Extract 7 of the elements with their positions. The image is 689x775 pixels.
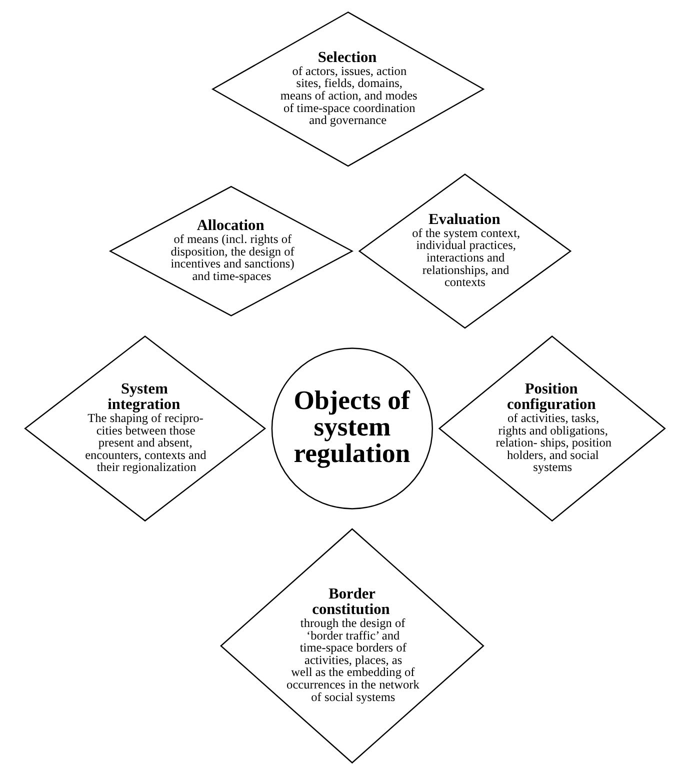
node-diamond: System integration The shaping of recipro- cities between those present and absent, encounters, contexts and their regionalization bbox=[24, 335, 266, 522]
node-diamond: Allocation of means (incl. rights of disposition, the design of incentives and sanctions) and time-spaces bbox=[108, 186, 353, 316]
node-diamond: Border constitution through the design of ‘border traffic’ and time-space borders of activities, places, as well as the embedding of occurrences in the network of social systems bbox=[220, 528, 484, 764]
node-diamond: Position configuration of activities, tasks, rights and obligations, relation- ships, position holders, and social systems bbox=[438, 335, 666, 522]
node-diamond: Evaluation of the system context, individual practices, interactions and relationships, and contexts bbox=[358, 173, 572, 329]
node-diamond: Selection of actors, issues, action sites, fields, domains, means of action, and modes of time-space coordination and governance bbox=[211, 12, 484, 167]
node-circle: Objects of system regulation bbox=[270, 348, 432, 510]
